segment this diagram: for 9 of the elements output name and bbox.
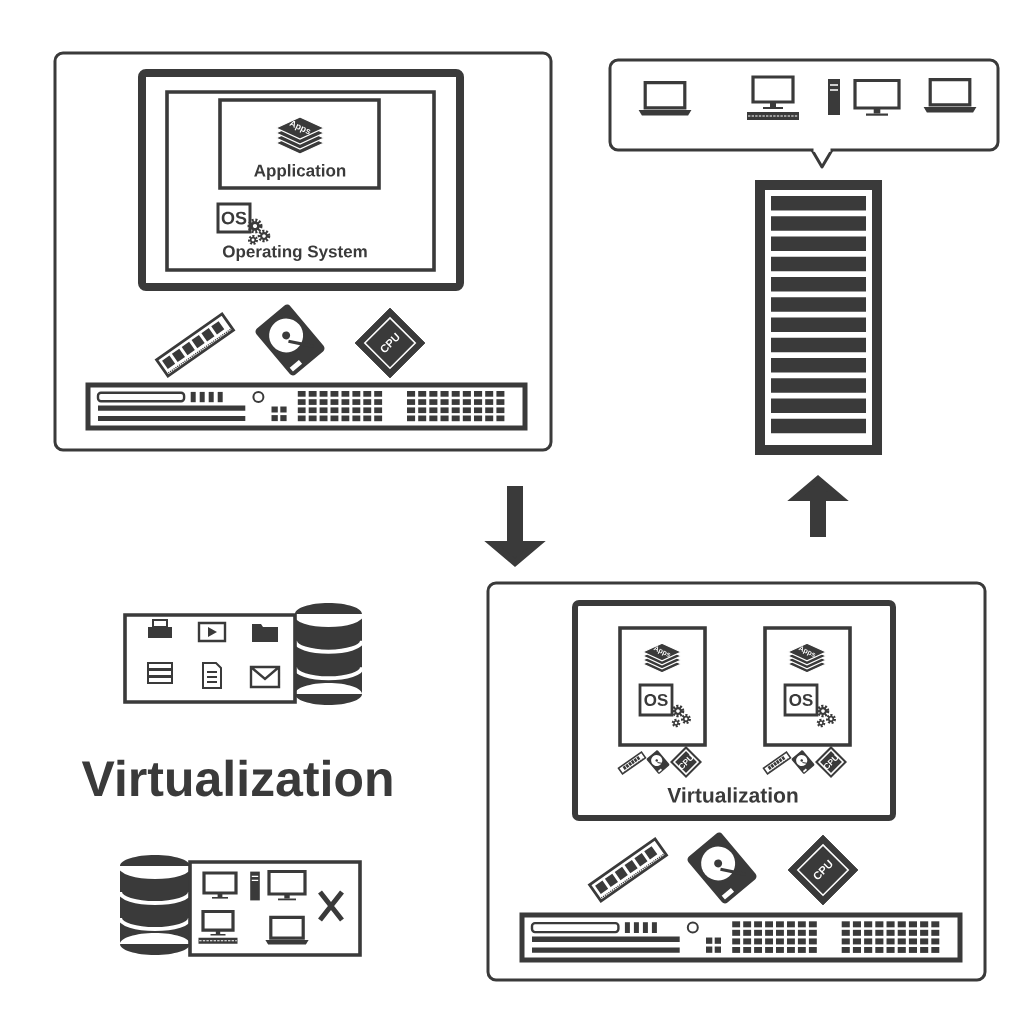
caption-text: Virtualization	[667, 787, 798, 803]
caption-text: Application	[254, 164, 346, 180]
caption-text: Operating System	[222, 245, 367, 261]
os-badge: OS	[783, 683, 819, 717]
os-badge: OS	[638, 683, 674, 717]
title-text: Virtualization	[81, 759, 392, 797]
server-rack-drawing	[755, 180, 882, 455]
speech-bubble	[608, 58, 1000, 169]
os-badge: OS	[216, 202, 252, 234]
